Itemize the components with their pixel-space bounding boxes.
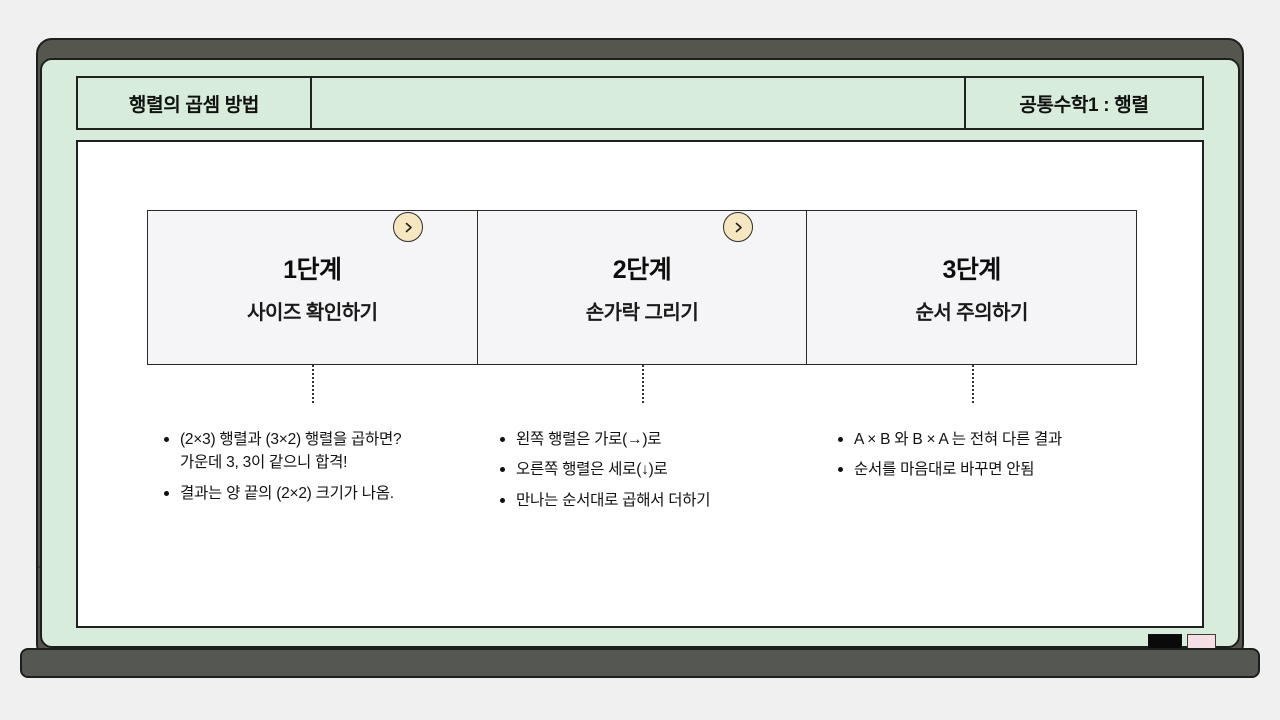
page-title: 행렬의 곱셈 방법 <box>78 78 312 128</box>
list-item: 오른쪽 행렬은 세로(↓)로 <box>498 458 810 481</box>
list-item: A × B 와 B × A 는 전혀 다른 결과 <box>836 428 1148 451</box>
bullet-list: (2×3) 행렬과 (3×2) 행렬을 곱하면? 가운데 3, 3이 같으니 합… <box>162 428 474 505</box>
chevron-right-icon <box>723 212 753 242</box>
bullet-column-1: (2×3) 행렬과 (3×2) 행렬을 곱하면? 가운데 3, 3이 같으니 합… <box>138 428 474 519</box>
chevron-right-icon <box>393 212 423 242</box>
step-subtitle: 손가락 그리기 <box>585 302 699 324</box>
bullet-columns: (2×3) 행렬과 (3×2) 행렬을 곱하면? 가운데 3, 3이 같으니 합… <box>138 428 1148 519</box>
step-box-1[interactable]: 1단계 사이즈 확인하기 <box>148 211 477 364</box>
list-item: 결과는 양 끝의 (2×2) 크기가 나옴. <box>162 482 474 505</box>
drop-connector-1 <box>312 365 314 403</box>
drop-connector-3 <box>972 365 974 403</box>
step-number: 3단계 <box>942 256 1001 284</box>
bullet-list: A × B 와 B × A 는 전혀 다른 결과 순서를 마음대로 바꾸면 안됨 <box>836 428 1148 482</box>
header-spacer <box>312 78 966 128</box>
step-number: 2단계 <box>612 256 672 284</box>
step-box-2[interactable]: 2단계 손가락 그리기 <box>476 211 807 364</box>
step-subtitle: 순서 주의하기 <box>915 302 1028 324</box>
list-item: 왼쪽 행렬은 가로(→)로 <box>498 428 810 451</box>
step-box-group: 1단계 사이즈 확인하기 2단계 손가락 그리기 3단계 순서 주의하기 <box>147 210 1137 365</box>
list-item: 만나는 순서대로 곱해서 더하기 <box>498 489 810 512</box>
board-canvas: 1단계 사이즈 확인하기 2단계 손가락 그리기 3단계 순서 주의하기 <box>76 140 1204 628</box>
step-number: 1단계 <box>283 256 342 284</box>
list-item: (2×3) 행렬과 (3×2) 행렬을 곱하면? 가운데 3, 3이 같으니 합… <box>162 428 474 475</box>
step-subtitle: 사이즈 확인하기 <box>247 302 378 324</box>
drop-connector-2 <box>642 365 644 403</box>
bullet-list: 왼쪽 행렬은 가로(→)로 오른쪽 행렬은 세로(↓)로 만나는 순서대로 곱해… <box>498 428 810 512</box>
subject-label: 공통수학1 : 행렬 <box>966 78 1202 128</box>
bullet-column-3: A × B 와 B × A 는 전혀 다른 결과 순서를 마음대로 바꾸면 안됨 <box>810 428 1148 519</box>
header-row: 행렬의 곱셈 방법 공통수학1 : 행렬 <box>76 76 1204 130</box>
whiteboard-ledge <box>20 648 1260 678</box>
list-item: 순서를 마음대로 바꾸면 안됨 <box>836 458 1148 481</box>
step-box-3[interactable]: 3단계 순서 주의하기 <box>806 211 1137 364</box>
bullet-column-2: 왼쪽 행렬은 가로(→)로 오른쪽 행렬은 세로(↓)로 만나는 순서대로 곱해… <box>474 428 810 519</box>
